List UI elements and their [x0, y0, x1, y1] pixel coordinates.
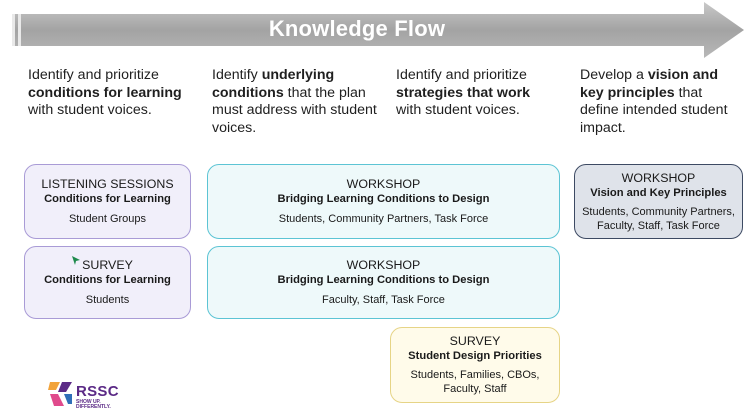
workshop-students-box: WORKSHOP Bridging Learning Conditions to…: [207, 164, 560, 239]
description-emphasis: conditions for learning: [28, 84, 182, 101]
box-type: WORKSHOP: [346, 258, 421, 272]
logo-tagline: SHOW UP. DIFFERENTLY.: [76, 399, 111, 410]
box-title: Bridging Learning Conditions to Design: [277, 193, 490, 205]
box-participants: Students, Families, CBOs, Faculty, Staff: [410, 369, 540, 395]
description-text: Identify and prioritize: [396, 67, 527, 83]
box-participants: Faculty, Staff, Task Force: [322, 294, 445, 306]
survey-conditions-box: SURVEY Conditions for Learning Students: [24, 246, 191, 319]
box-type: SURVEY: [82, 258, 133, 272]
box-title: Vision and Key Principles: [590, 186, 727, 199]
description-text: with student voices.: [396, 102, 520, 119]
box-participants: Students, Community Partners, Task Force: [278, 213, 489, 225]
box-title: Bridging Learning Conditions to Design: [277, 274, 490, 286]
description-emphasis: vision and key principles: [580, 67, 718, 101]
box-participants: Student Groups: [68, 213, 147, 225]
column-4-description: Develop a vision and key principles that…: [580, 67, 740, 137]
box-title: Conditions for Learning: [44, 193, 171, 205]
diagram-title: Knowledge Flow: [268, 16, 446, 41]
column-2-description: Identify underlying conditions that the …: [212, 67, 377, 137]
box-type: WORKSHOP: [621, 170, 696, 185]
rssc-logo-mark-icon: [48, 382, 72, 406]
description-emphasis: strategies that work: [396, 84, 531, 101]
description-text: that the plan must address with student …: [212, 84, 377, 136]
description-text: that define intended student impact.: [580, 84, 728, 136]
workshop-faculty-box: WORKSHOP Bridging Learning Conditions to…: [207, 246, 560, 319]
knowledge-flow-arrow: [12, 2, 744, 58]
logo-name: RSSC: [76, 383, 119, 400]
box-participants: Students, Community Partners, Faculty, S…: [582, 205, 735, 232]
box-title: Student Design Priorities: [408, 350, 542, 362]
description-text: Develop a: [580, 67, 648, 83]
box-type: LISTENING SESSIONS: [41, 177, 174, 191]
vision-workshop-box: WORKSHOP Vision and Key Principles Stude…: [574, 164, 743, 239]
description-emphasis: underlying conditions: [212, 67, 335, 101]
box-participants: Students: [85, 294, 130, 306]
box-type: SURVEY: [449, 334, 501, 348]
box-title: Conditions for Learning: [44, 274, 171, 286]
column-3-description: Identify and prioritize strategies that …: [396, 67, 556, 120]
survey-design-priorities-box: SURVEY Student Design Priorities Student…: [390, 327, 560, 403]
description-text: Identify and prioritize: [28, 67, 159, 83]
box-type: WORKSHOP: [346, 177, 421, 191]
rssc-logo: RSSC SHOW UP. DIFFERENTLY.: [48, 380, 158, 410]
listening-sessions-box: LISTENING SESSIONS Conditions for Learni…: [24, 164, 191, 239]
mouse-cursor-icon: [72, 256, 80, 265]
column-1-description: Identify and prioritize conditions for l…: [28, 67, 188, 120]
description-text: Identify: [212, 67, 262, 83]
description-text: with student voices.: [28, 102, 152, 119]
